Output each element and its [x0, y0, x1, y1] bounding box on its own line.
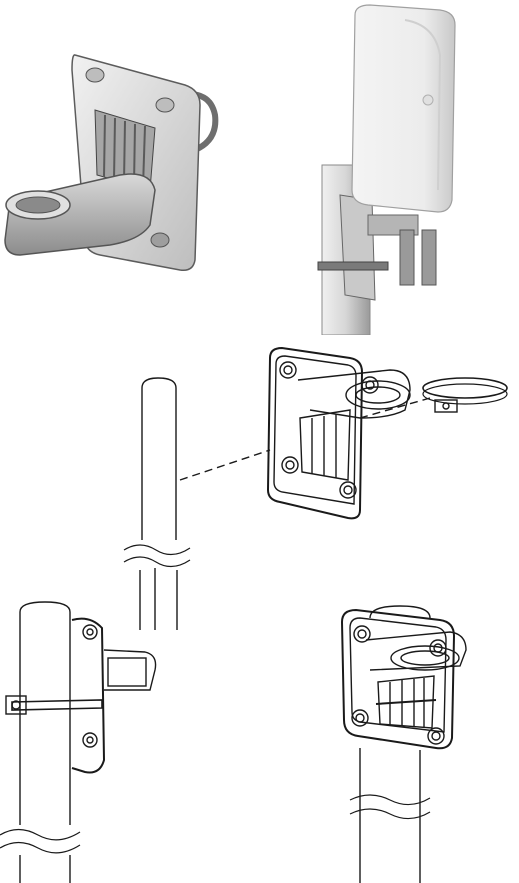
bracket-render [0, 40, 230, 280]
step-bracket-mounted-front [330, 600, 519, 883]
antenna-mounted-render [300, 0, 470, 335]
step-align-bracket [120, 340, 519, 630]
step-clamp-tightened [0, 600, 170, 883]
